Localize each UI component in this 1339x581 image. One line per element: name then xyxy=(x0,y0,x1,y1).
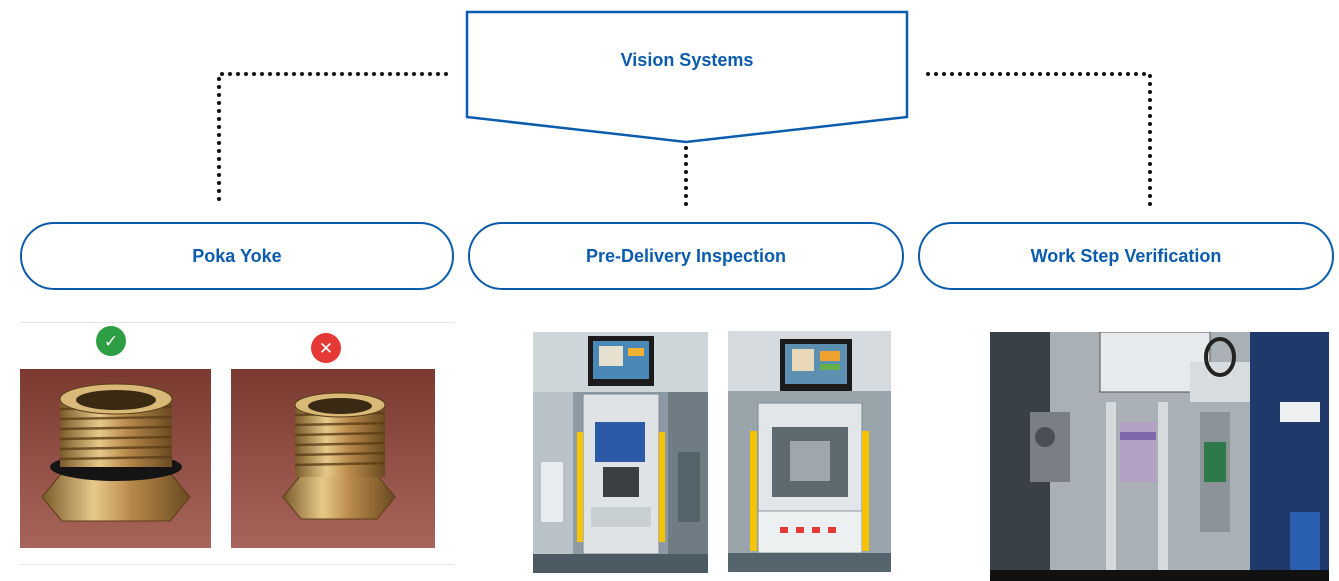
category-label: Work Step Verification xyxy=(1030,245,1222,266)
connector-right xyxy=(926,72,1152,208)
inspection-station-photo-2 xyxy=(728,331,891,572)
photo-frame-bottom xyxy=(20,564,454,565)
category-pre-delivery-inspection: Pre-Delivery Inspection xyxy=(468,222,904,290)
root-node-shape xyxy=(465,10,909,144)
inspection-station-photo-1 xyxy=(533,332,708,573)
work-step-photo xyxy=(990,332,1329,581)
category-label: Poka Yoke xyxy=(192,245,282,266)
connector-left xyxy=(217,72,448,208)
category-work-step-verification: Work Step Verification xyxy=(918,222,1334,290)
fitting-photo-correct xyxy=(20,369,211,548)
check-circle-icon: ✓ xyxy=(96,326,126,356)
x-circle-icon: ✕ xyxy=(311,333,341,363)
category-label: Pre-Delivery Inspection xyxy=(585,245,787,266)
fitting-photo-defective xyxy=(231,369,435,548)
photo-frame-top xyxy=(20,322,454,323)
category-poka-yoke: Poka Yoke xyxy=(20,222,454,290)
root-node-label: Vision Systems xyxy=(620,50,754,70)
